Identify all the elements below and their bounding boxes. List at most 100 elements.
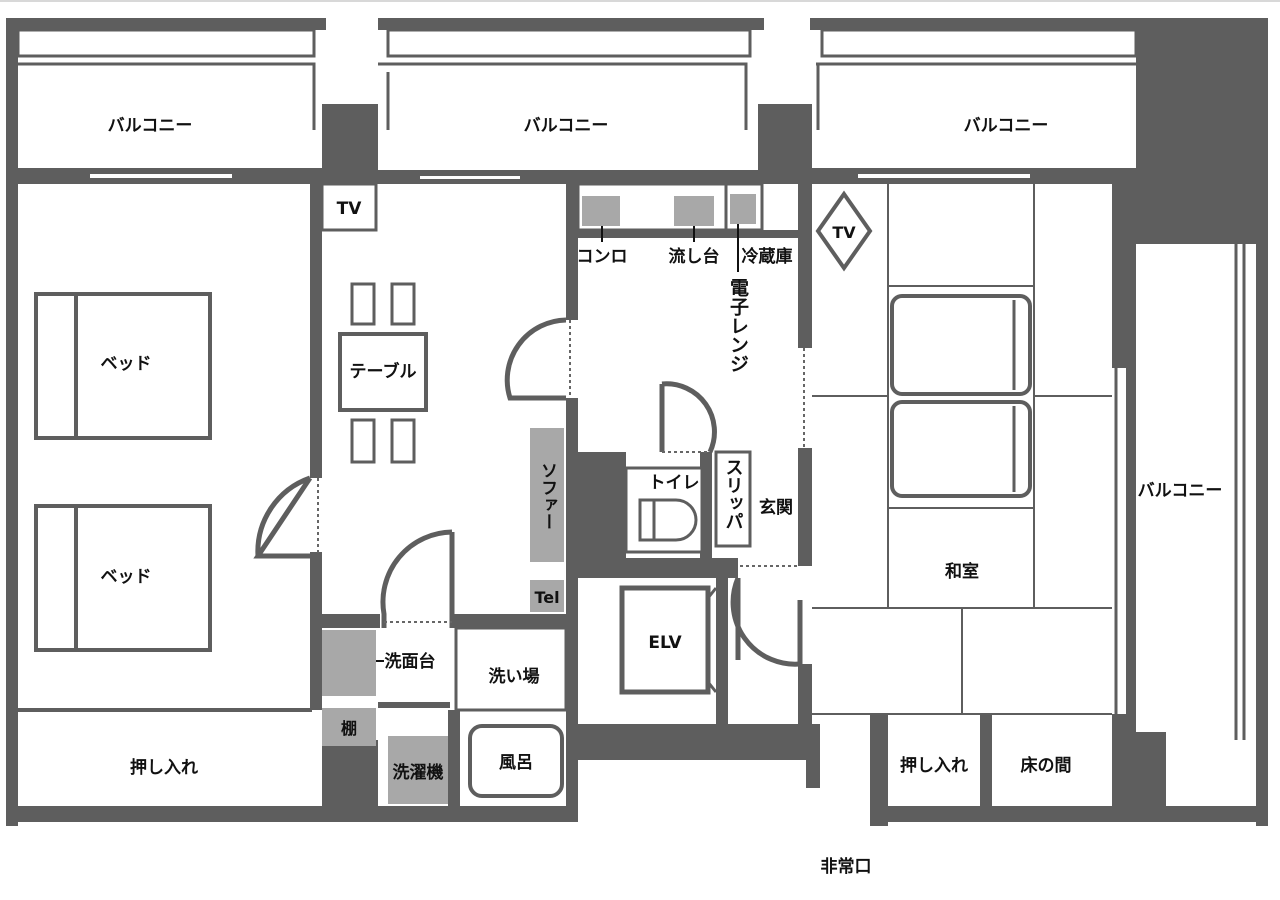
balcony-rail: [18, 62, 316, 130]
beds: [34, 292, 212, 652]
shelf: [322, 708, 376, 746]
washstand-label: 洗面台: [385, 651, 436, 672]
wall-segment: [322, 740, 378, 822]
tv-box-living: [320, 182, 378, 232]
wall-segment: [578, 558, 738, 578]
bed-label: ベッド: [101, 567, 152, 587]
tokonoma-label: 床の間: [1021, 755, 1072, 776]
wall-segment: [798, 448, 812, 566]
tv-label: TV: [832, 223, 856, 242]
door-swing: [380, 529, 453, 628]
toilet-fixture: [638, 498, 698, 542]
bed-2-frame: [34, 504, 212, 652]
entrance-label: 玄関: [759, 497, 793, 518]
wall-segment: [566, 398, 578, 822]
wall-segment: [448, 710, 460, 822]
bath-label: 風呂: [499, 753, 533, 773]
doors: [253, 317, 803, 667]
balcony-label: バルコニー: [524, 116, 609, 136]
washing-area-label: 洗い場: [489, 666, 540, 687]
window: [858, 174, 1030, 178]
walls: [0, 0, 1280, 826]
door-swing: [659, 381, 717, 454]
stove-label: コンロ: [577, 247, 628, 267]
chair: [350, 418, 376, 464]
japanese-room-label: 和室: [945, 561, 979, 582]
wall-segment: [8, 18, 326, 30]
sink: [674, 196, 714, 226]
wall-segment: [8, 806, 322, 822]
wall-segment: [758, 104, 812, 184]
tv-label: TV: [337, 199, 363, 219]
door-swing: [730, 577, 803, 667]
fridge-label: 冷蔵庫: [742, 246, 793, 267]
wall-segment: [310, 552, 322, 710]
door-thresholds: [317, 320, 805, 623]
toilet-label: トイレ: [649, 473, 700, 493]
door-swing: [504, 317, 567, 401]
wall-segment: [1256, 18, 1268, 826]
wall-segment: [870, 806, 1140, 822]
futon: [890, 294, 1032, 396]
balcony-rail: [378, 62, 748, 130]
elevator-door: [706, 587, 718, 693]
elevator-label: ELV: [648, 633, 682, 653]
bed-label: ベッド: [101, 354, 152, 374]
chair: [350, 282, 376, 326]
window: [90, 174, 232, 178]
bathtub: [468, 724, 564, 798]
closet-label: 押し入れ: [130, 757, 198, 778]
balcony-label: バルコニー: [1138, 481, 1223, 501]
sofa: [530, 428, 564, 562]
wall-segment: [18, 708, 312, 712]
kitchen-counter: [576, 182, 764, 232]
tv-diamond-japanese: [815, 190, 873, 272]
microwave-label: 電子レンジ: [727, 278, 749, 373]
wall-segment: [806, 740, 820, 788]
wall-segment: [322, 104, 378, 184]
emergency-exit-label: 非常口: [821, 856, 872, 877]
wall-segment: [310, 184, 322, 478]
wall-segment: [1126, 168, 1136, 822]
elevator-box: [619, 585, 711, 695]
toilet-bowl: [638, 498, 698, 542]
wall-segment: [0, 0, 1280, 2]
wall-segment: [578, 452, 626, 578]
tatami-lines: [812, 184, 1112, 715]
slipper-rack: [714, 450, 752, 548]
wall-segment: [980, 714, 992, 814]
fridge: [730, 194, 756, 224]
balcony-rails: [16, 28, 1246, 740]
wall-segment: [450, 614, 578, 628]
tel-box: [530, 580, 564, 612]
tel-label: Tel: [534, 588, 559, 607]
labels: バルコニー バルコニー バルコニー バルコニー TV TV ベッド ベッド テー…: [101, 116, 1223, 877]
wall-segment: [798, 184, 812, 348]
sink-label: 流し台: [669, 246, 720, 267]
balcony-label: バルコニー: [964, 116, 1049, 136]
chair: [390, 418, 416, 464]
balcony-label: バルコニー: [108, 116, 193, 136]
closet-label: 押し入れ: [900, 755, 968, 776]
shelf-label: 棚: [341, 719, 357, 738]
balcony-rail: [820, 28, 1138, 58]
wall-segment: [870, 714, 888, 826]
wall-segment: [716, 578, 728, 728]
balcony-rail: [16, 28, 316, 58]
chair: [390, 282, 416, 326]
futons: [890, 294, 1032, 498]
wall-segment: [810, 18, 1140, 30]
washstand: [322, 630, 376, 696]
sofa-label: ソファー: [537, 462, 557, 530]
wall-segment: [578, 724, 820, 760]
window: [420, 176, 520, 179]
wall-segment: [1112, 714, 1126, 822]
table-label: テーブル: [350, 361, 417, 382]
wall-segment: [798, 664, 812, 728]
wall-segment: [1136, 806, 1268, 822]
wall-segment: [1112, 168, 1126, 368]
futon: [890, 400, 1032, 498]
wall-segment: [578, 230, 800, 238]
bed-1-frame: [34, 292, 212, 440]
